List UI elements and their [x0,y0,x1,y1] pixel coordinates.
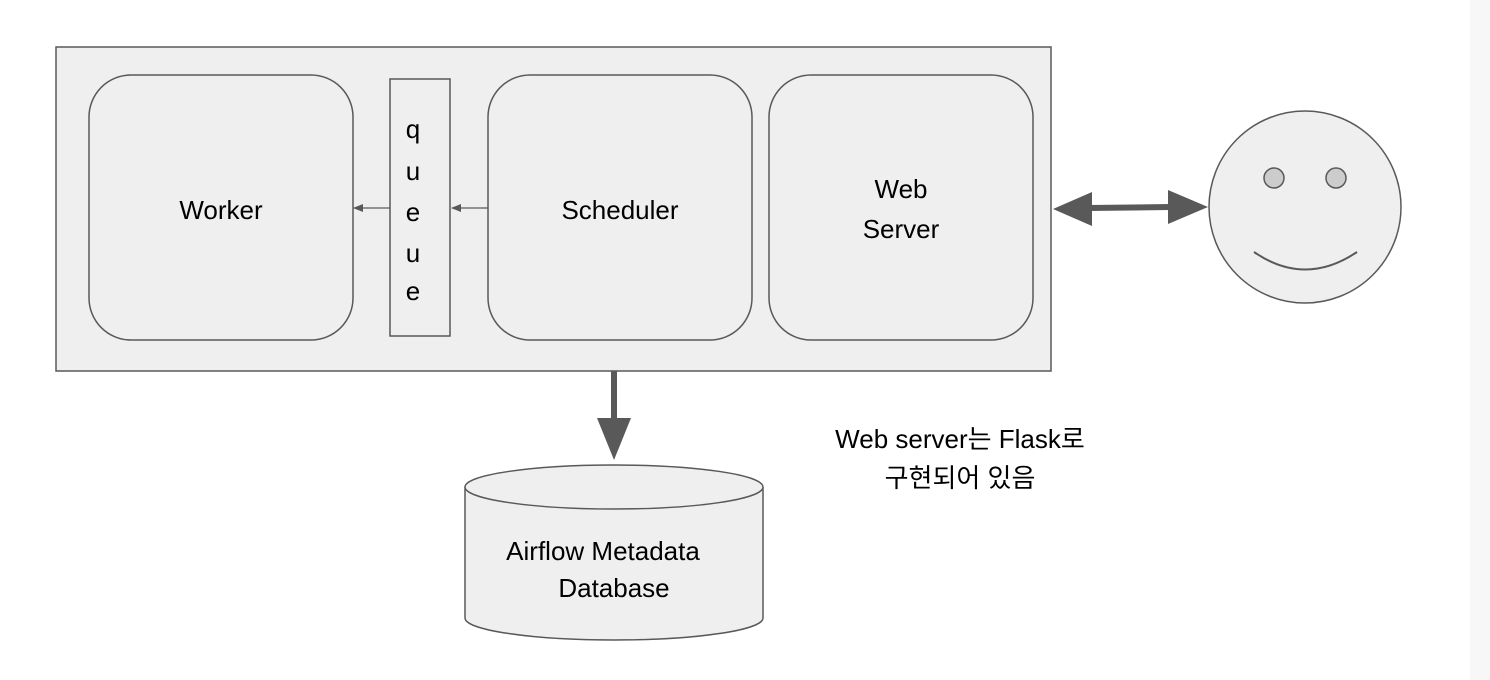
database-label-line2: Database [558,573,669,603]
database-label-line1: Airflow Metadata [506,536,700,566]
worker-label: Worker [179,195,263,225]
web-server-label-line1: Web [875,174,928,204]
queue-letter-2: u [406,156,420,186]
left-eye [1263,167,1285,189]
flask-note: Web server는 Flask로 구현되어 있음 [835,424,1085,493]
arrow-container-to-database [597,371,631,460]
scheduler-label: Scheduler [561,195,678,225]
arrow-web-server-user [1053,190,1208,226]
queue-letter-3: e [406,197,420,227]
smile [1253,251,1358,271]
right-eye [1325,167,1347,189]
web-server-label-line2: Server [863,214,940,244]
scheduler-node: Scheduler [487,74,753,341]
web-server-node: Web Server [768,74,1034,341]
note-line2: 구현되어 있음 [885,463,1036,493]
queue-letter-5: e [406,276,420,306]
queue-letter-1: q [406,114,420,144]
queue-node: q u e u e [389,78,451,337]
metadata-database-node: Airflow Metadata Database [464,464,764,641]
worker-node: Worker [88,74,354,341]
queue-letter-4: u [406,238,420,268]
scrollbar-strip [1470,0,1490,680]
user-smiley-icon [1208,110,1402,304]
note-line1: Web server는 Flask로 [835,424,1085,454]
